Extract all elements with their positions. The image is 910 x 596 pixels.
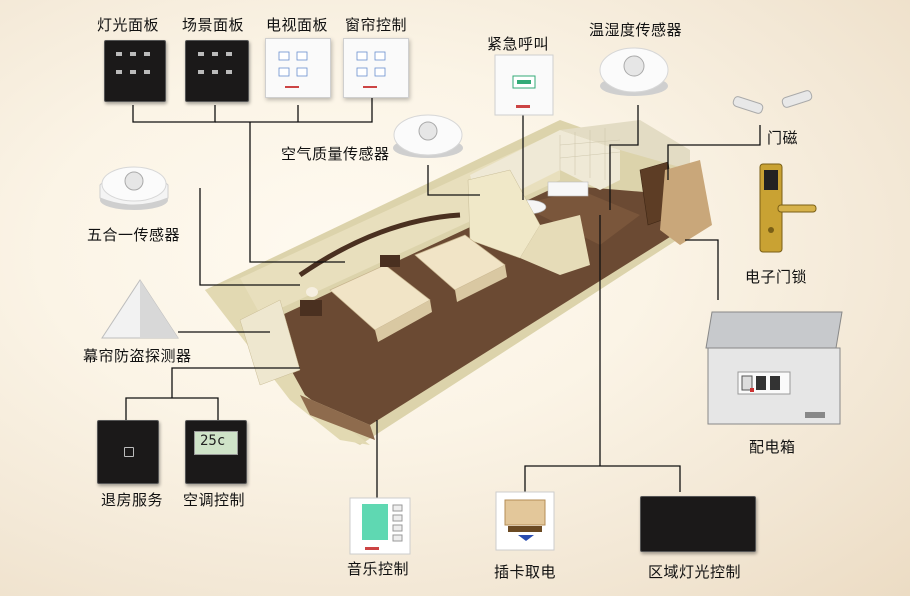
label-scene-panel: 场景面板 (182, 16, 245, 34)
distribution-box-icon (705, 311, 843, 425)
zone-light-panel-icon (640, 496, 756, 552)
label-checkout-service: 退房服务 (101, 491, 164, 509)
air-quality-sensor-icon (393, 114, 463, 158)
headboard (298, 212, 461, 278)
label-distribution-box: 配电箱 (749, 438, 796, 456)
label-curtain-detector: 幕帘防盗探测器 (83, 347, 192, 365)
scene-panel-icon (185, 40, 249, 102)
connection-lines (125, 97, 761, 498)
label-zone-light-control: 区域灯光控制 (648, 563, 742, 581)
ac-temperature-display: 25c (200, 433, 226, 449)
label-card-power: 插卡取电 (494, 563, 557, 581)
light-panel-icon (104, 40, 166, 102)
label-door-magnet: 门磁 (767, 129, 799, 147)
label-light-panel: 灯光面板 (97, 16, 160, 34)
emergency-call-icon (494, 54, 554, 116)
ac-panel-icon: 25c (185, 420, 247, 484)
room-floor (250, 185, 705, 425)
label-music-control: 音乐控制 (347, 560, 410, 578)
label-tv-panel: 电视面板 (266, 16, 329, 34)
label-electronic-lock: 电子门锁 (745, 268, 808, 286)
checkout-panel-icon (97, 420, 159, 484)
card-power-icon (495, 491, 555, 551)
music-control-icon (349, 497, 411, 555)
label-curtain-control: 窗帘控制 (345, 16, 408, 34)
curtain-control-icon (343, 38, 409, 98)
label-air-quality-sensor: 空气质量传感器 (281, 145, 390, 163)
electronic-lock-icon (759, 163, 817, 253)
door-magnet-icon (732, 90, 813, 114)
tv-panel-icon (265, 38, 331, 98)
label-temp-humidity-sensor: 温湿度传感器 (589, 21, 683, 39)
five-in-one-sensor-icon (99, 166, 169, 210)
temp-humidity-sensor-icon (599, 47, 669, 96)
room-cutaway (205, 120, 712, 445)
label-ac-control: 空调控制 (183, 491, 246, 509)
label-emergency-call: 紧急呼叫 (487, 35, 550, 53)
label-five-in-one-sensor: 五合一传感器 (87, 226, 181, 244)
curtain-detector-icon (101, 279, 179, 339)
